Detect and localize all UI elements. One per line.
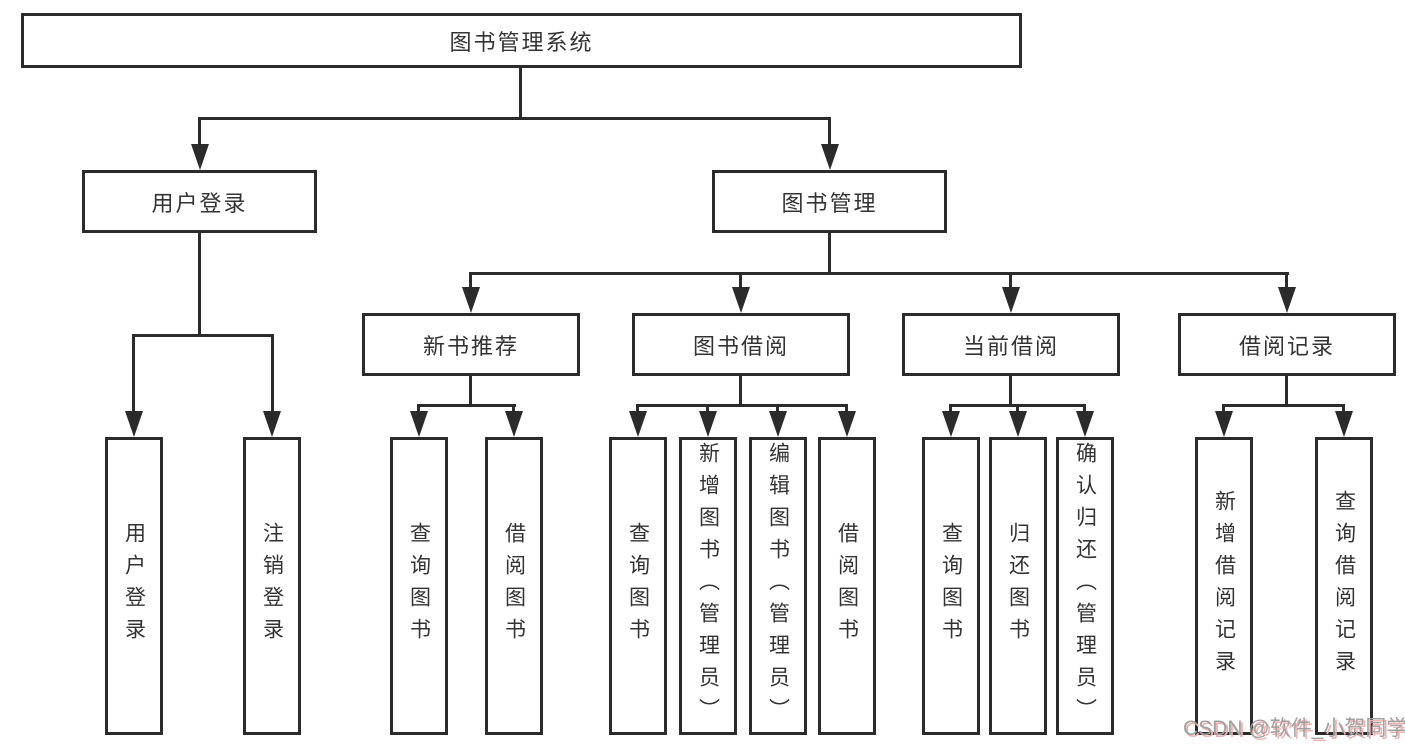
connector-line — [1285, 272, 1288, 289]
connector-line — [1009, 376, 1012, 406]
arrowhead-down-icon — [1002, 287, 1020, 313]
connector-line — [845, 404, 848, 413]
node-book-borrow: 图书借阅 — [632, 313, 850, 376]
arrowhead-down-icon — [410, 411, 428, 437]
connector-line — [417, 404, 516, 407]
leaf-user-login: 用户登录 — [105, 437, 163, 735]
arrowhead-down-icon — [1009, 411, 1027, 437]
connector-line — [198, 117, 831, 120]
connector-line — [417, 404, 420, 413]
node-book-management: 图书管理 — [712, 170, 947, 233]
arrowhead-down-icon — [505, 411, 523, 437]
connector-line — [271, 334, 274, 413]
leaf-edit-books-admin: 编辑图书（管理员） — [749, 437, 807, 735]
connector-line — [1222, 404, 1345, 407]
arrowhead-down-icon — [838, 411, 856, 437]
leaf-query-books-recommend: 查询图书 — [390, 437, 448, 735]
connector-line — [636, 404, 848, 407]
connector-line — [1016, 404, 1019, 413]
connector-line — [1222, 404, 1225, 413]
leaf-confirm-return-admin: 确认归还（管理员） — [1056, 437, 1114, 735]
connector-line — [519, 68, 522, 119]
leaf-add-books-admin: 新增图书（管理员） — [679, 437, 737, 735]
connector-line — [469, 272, 1289, 275]
connector-line — [739, 376, 742, 406]
connector-line — [828, 233, 831, 275]
leaf-query-books-current: 查询图书 — [922, 437, 980, 735]
connector-line — [739, 272, 742, 289]
connector-line — [1009, 272, 1012, 289]
connector-line — [828, 117, 831, 146]
connector-line — [469, 376, 472, 406]
watermark: CSDN @软件_小贺同学 — [1183, 717, 1405, 740]
arrowhead-down-icon — [191, 144, 209, 170]
connector-line — [776, 404, 779, 413]
arrowhead-down-icon — [769, 411, 787, 437]
connector-line — [1285, 376, 1288, 406]
node-borrow-records: 借阅记录 — [1178, 313, 1396, 376]
arrowhead-down-icon — [462, 287, 480, 313]
node-current-borrow: 当前借阅 — [902, 313, 1120, 376]
connector-line — [706, 404, 709, 413]
arrowhead-down-icon — [1335, 411, 1353, 437]
arrowhead-down-icon — [1215, 411, 1233, 437]
connector-line — [636, 404, 639, 413]
arrowhead-down-icon — [629, 411, 647, 437]
arrowhead-down-icon — [1278, 287, 1296, 313]
leaf-add-borrow-record: 新增借阅记录 — [1195, 437, 1253, 735]
leaf-logout: 注销登录 — [243, 437, 301, 735]
arrowhead-down-icon — [1076, 411, 1094, 437]
connector-line — [132, 334, 274, 337]
leaf-borrow-books-recommend: 借阅图书 — [485, 437, 543, 735]
arrowhead-down-icon — [821, 144, 839, 170]
connector-line — [198, 233, 201, 336]
connector-line — [512, 404, 515, 413]
connector-line — [198, 117, 201, 146]
node-new-book-recommend: 新书推荐 — [362, 313, 580, 376]
arrowhead-down-icon — [732, 287, 750, 313]
connector-line — [1342, 404, 1345, 413]
connector-line — [469, 272, 472, 289]
arrowhead-down-icon — [942, 411, 960, 437]
node-user-login: 用户登录 — [82, 170, 317, 233]
leaf-return-books: 归还图书 — [989, 437, 1047, 735]
connector-line — [132, 334, 135, 413]
arrowhead-down-icon — [699, 411, 717, 437]
leaf-query-books-borrow: 查询图书 — [609, 437, 667, 735]
connector-line — [949, 404, 952, 413]
arrowhead-down-icon — [263, 411, 281, 437]
connector-line — [1083, 404, 1086, 413]
leaf-query-borrow-record: 查询借阅记录 — [1315, 437, 1373, 735]
leaf-borrow-books: 借阅图书 — [818, 437, 876, 735]
node-root: 图书管理系统 — [21, 13, 1022, 68]
arrowhead-down-icon — [125, 411, 143, 437]
